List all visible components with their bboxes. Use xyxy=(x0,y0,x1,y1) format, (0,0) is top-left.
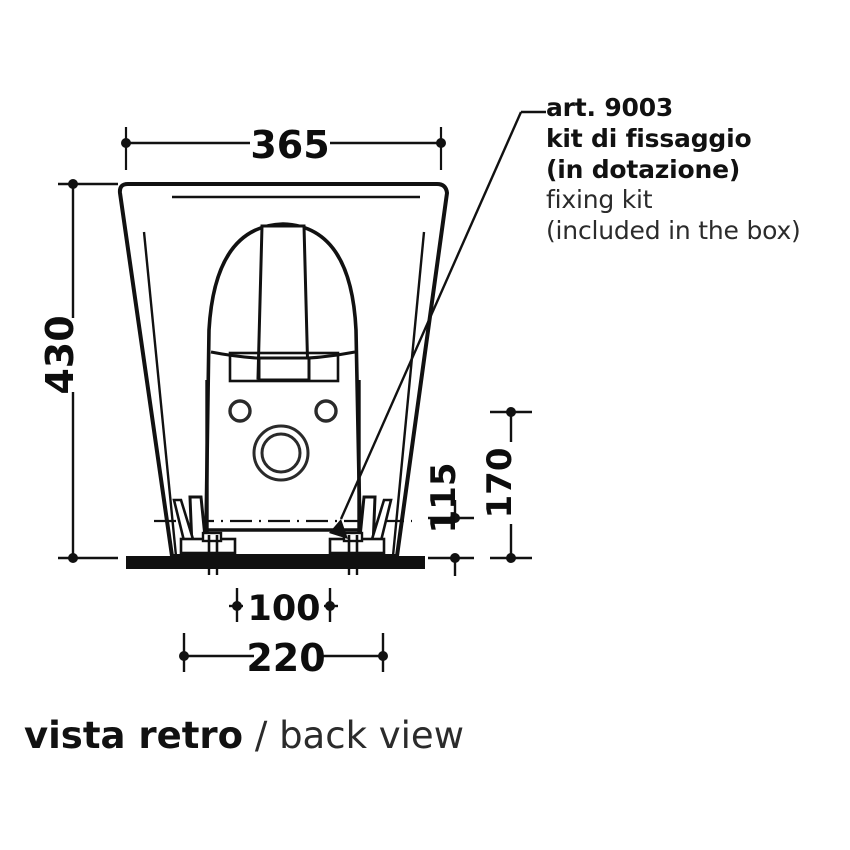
dimension-label-430: 430 xyxy=(38,315,82,394)
leader-diagonal xyxy=(339,111,523,520)
leader-arrowhead xyxy=(329,519,348,539)
center-channel xyxy=(256,224,310,380)
dimension-label-220: 220 xyxy=(246,636,325,680)
dimension-height-170: 170 xyxy=(480,407,532,563)
dimension-label-365: 365 xyxy=(250,123,329,167)
caption-english: back view xyxy=(279,714,464,757)
annotation-kit-italian: kit di fissaggio xyxy=(546,123,752,153)
bolt-hole-right xyxy=(314,399,338,423)
view-caption: vista retro / back view xyxy=(24,714,464,757)
dimension-label-115: 115 xyxy=(424,463,464,534)
fixing-bracket-left xyxy=(172,495,237,575)
channel-notch-inner xyxy=(257,356,311,382)
body-inner-line-left xyxy=(142,231,178,557)
dimension-dot-left-365 xyxy=(121,138,131,148)
dimension-dot-bottom-430 xyxy=(68,553,78,563)
dimension-height-115: 115 xyxy=(424,463,474,576)
bracket-boss-left xyxy=(201,531,223,543)
fixing-bracket-right xyxy=(328,495,393,575)
dimension-height-430: 430 xyxy=(38,179,118,563)
body-inner-line-right xyxy=(391,231,426,557)
notch-outer-frame xyxy=(228,351,340,383)
annotation-included-italian: (in dotazione) xyxy=(546,154,741,184)
dimension-dot-top-430 xyxy=(68,179,78,189)
dimension-dot-top-170 xyxy=(506,407,516,417)
bolt-hole-left xyxy=(228,399,252,423)
dimension-dot-bottom-115 xyxy=(450,553,460,563)
annotation-kit-english: fixing kit xyxy=(546,185,653,215)
dimension-dot-right-100 xyxy=(325,601,335,611)
dimension-dot-left-220 xyxy=(179,651,189,661)
fixing-kit-annotation: art. 9003 kit di fissaggio (in dotazione… xyxy=(546,93,846,247)
dimension-width-365: 365 xyxy=(121,123,446,170)
annotation-included-english: (included in the box) xyxy=(546,216,801,245)
back-panel-assembly xyxy=(204,222,362,556)
dimension-dot-bottom-170 xyxy=(506,553,516,563)
annotation-leader xyxy=(329,110,546,539)
dimension-width-100: 100 xyxy=(229,588,338,629)
dimension-dot-right-365 xyxy=(436,138,446,148)
caption-italian: vista retro xyxy=(24,714,244,757)
dimension-dot-right-220 xyxy=(378,651,388,661)
annotation-article-number: art. 9003 xyxy=(546,93,674,122)
dimension-dot-left-100 xyxy=(232,601,242,611)
dimension-dot-top-115 xyxy=(450,513,460,523)
floor-line xyxy=(126,556,425,569)
outlet-ring-inner xyxy=(260,432,302,474)
dimension-label-100: 100 xyxy=(247,589,320,629)
dimension-label-170: 170 xyxy=(480,448,520,519)
caption-separator: / xyxy=(243,714,280,757)
dimension-width-220: 220 xyxy=(179,633,388,680)
